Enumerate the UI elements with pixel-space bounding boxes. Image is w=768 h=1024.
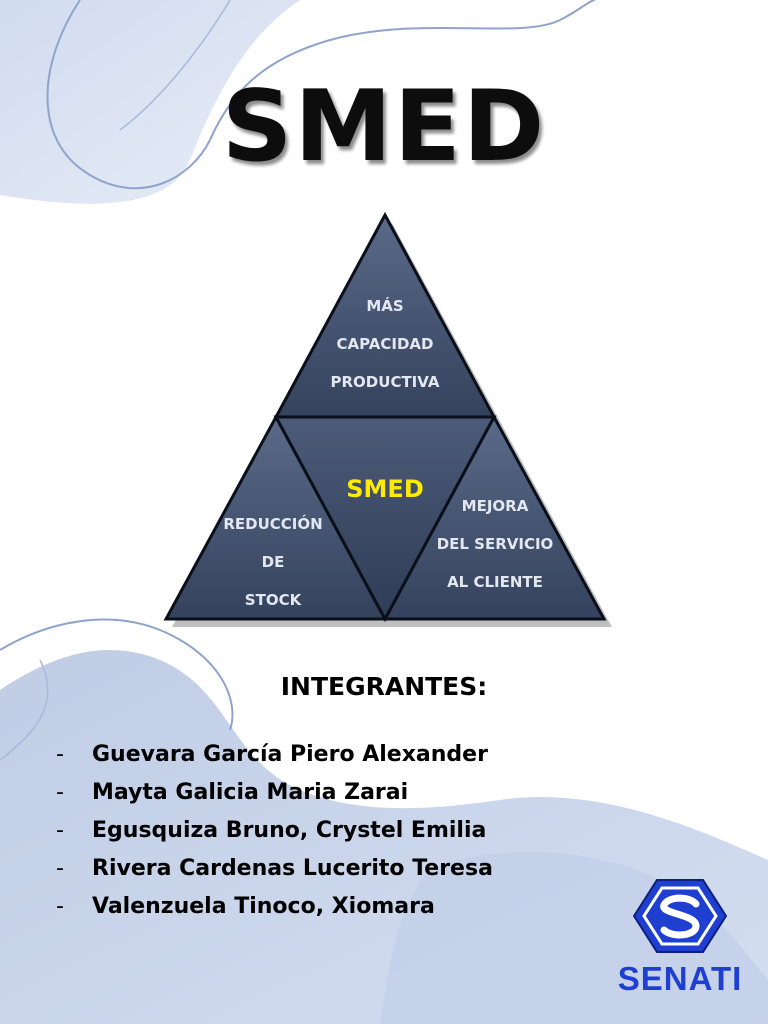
logo-wordmark: SENATI <box>617 960 743 997</box>
list-item: - Guevara García Piero Alexander <box>56 742 493 780</box>
member-name: Rivera Cardenas Lucerito Teresa <box>92 856 493 881</box>
bullet-dash: - <box>56 818 64 843</box>
pyramid-top-line-1: MÁS <box>366 296 403 315</box>
pyramid-left-line-1: REDUCCIÓN <box>223 514 322 533</box>
list-item: - Egusquiza Bruno, Crystel Emilia <box>56 818 493 856</box>
member-name: Valenzuela Tinoco, Xiomara <box>92 894 435 919</box>
bullet-dash: - <box>56 780 64 805</box>
smed-pyramid-diagram: MÁS CAPACIDAD PRODUCTIVA SMED REDUCCIÓN … <box>163 211 612 627</box>
senati-logo-icon <box>632 879 728 953</box>
pyramid-left-line-3: STOCK <box>245 591 303 609</box>
members-list: - Guevara García Piero Alexander - Mayta G… <box>56 742 493 932</box>
pyramid-top-line-2: CAPACIDAD <box>337 335 434 353</box>
bullet-dash: - <box>56 894 64 919</box>
bullet-dash: - <box>56 742 64 767</box>
pyramid-top-line-3: PRODUCTIVA <box>331 373 440 391</box>
pyramid-right-line-3: AL CLIENTE <box>447 573 543 591</box>
pyramid-left-line-2: DE <box>262 553 285 571</box>
member-name: Guevara García Piero Alexander <box>92 742 488 767</box>
members-heading: INTEGRANTES: <box>280 672 488 701</box>
pyramid-center-label: SMED <box>346 475 423 503</box>
pyramid-right-line-2: DEL SERVICIO <box>437 535 554 553</box>
member-name: Mayta Galicia Maria Zarai <box>92 780 409 805</box>
list-item: - Valenzuela Tinoco, Xiomara <box>56 894 493 932</box>
pyramid-right-line-1: MEJORA <box>462 497 529 515</box>
member-name: Egusquiza Bruno, Crystel Emilia <box>92 818 487 843</box>
list-item: - Rivera Cardenas Lucerito Teresa <box>56 856 493 894</box>
page-title: SMED <box>221 70 547 184</box>
pyramid-center-segment <box>273 415 497 623</box>
bullet-dash: - <box>56 856 64 881</box>
list-item: - Mayta Galicia Maria Zarai <box>56 780 493 818</box>
